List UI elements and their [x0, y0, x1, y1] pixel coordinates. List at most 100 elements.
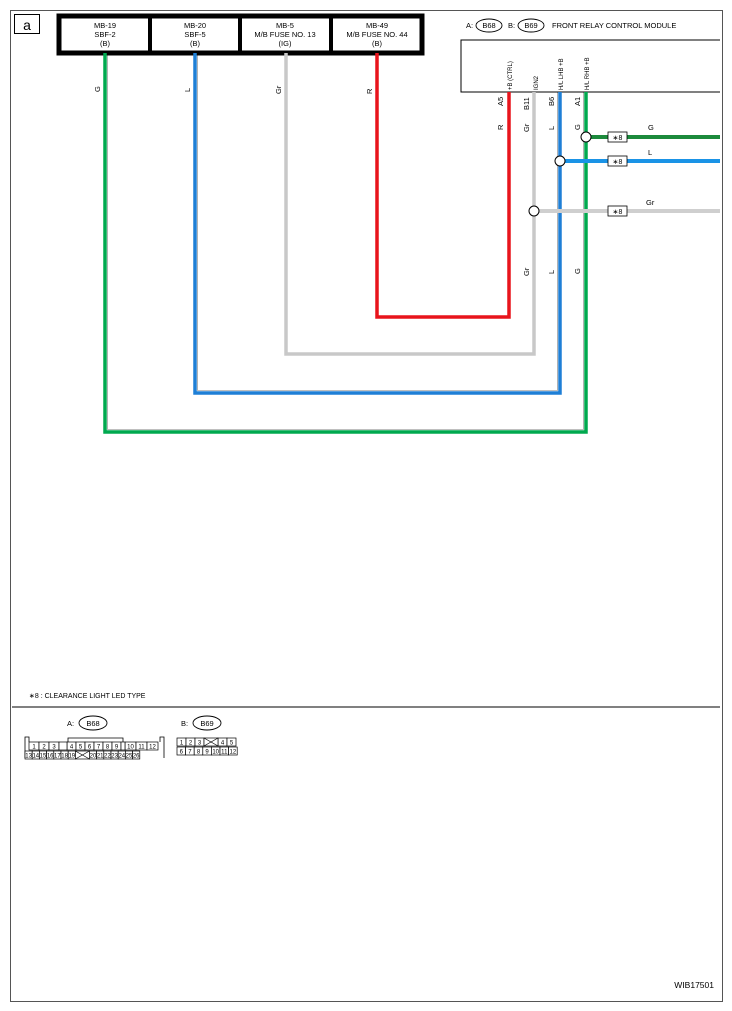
- fuse-2-line2: SBF-5: [184, 30, 205, 39]
- connector-a-latch: [159, 736, 165, 758]
- connector-b-pin-number: 5: [230, 741, 234, 747]
- connector-b-pin-number: 9: [205, 750, 209, 756]
- footnote-star-8: ∗8 : CLEARANCE LIGHT LED TYPE: [29, 693, 146, 700]
- wire-blue: [193, 53, 562, 395]
- connector-a-pin-number: 1: [32, 745, 36, 751]
- module-prefix-b: B:: [508, 21, 515, 30]
- connector-a-pin-number: 7: [97, 745, 101, 751]
- connector-a-pin-number: 4: [70, 745, 74, 751]
- wire-green-edge: [107, 53, 584, 430]
- connector-a-pin-number: 10: [127, 745, 134, 751]
- connector-a-pin-number: 5: [79, 745, 83, 751]
- figure-id: WIB17501: [674, 980, 714, 990]
- wire-label-r-left: R: [365, 88, 374, 94]
- connector-b-oval: [192, 715, 222, 731]
- splice-point-gray: [528, 205, 540, 217]
- module-code-a-oval: [475, 18, 503, 33]
- wire-green: [103, 53, 588, 434]
- connector-a-pin-number: 13: [25, 754, 32, 760]
- fuse-3-line2: M/B FUSE NO. 13: [254, 30, 315, 39]
- pin-id-b6: B6: [547, 97, 556, 106]
- connector-a-pin-number: 8: [106, 745, 110, 751]
- connector-b-pin-number: 8: [197, 750, 201, 756]
- wire-label-gr-left: Gr: [274, 85, 283, 94]
- wire-label-l-left: L: [183, 88, 192, 92]
- connector-a-pin-number: 15: [40, 754, 47, 760]
- wire-label-l-pin: L: [547, 126, 556, 130]
- module-code-a: B68: [482, 21, 495, 30]
- connector-a-pin-number: 11: [138, 745, 145, 751]
- connector-b-cell: [226, 737, 237, 747]
- pin-name-b11: IGN2: [534, 75, 540, 90]
- connector-a-pin-number: 14: [32, 754, 39, 760]
- star-tag-gray: ∗8: [613, 209, 623, 216]
- connector-b-pin-number: 10: [212, 750, 219, 756]
- connector-a-pin-number: 9: [115, 745, 119, 751]
- wire-label-g-low: G: [573, 268, 582, 274]
- connector-b-code: B69: [200, 719, 213, 728]
- fuse-2-line3: (B): [190, 39, 201, 48]
- connector-a-spacer-cell: [120, 741, 126, 751]
- star-tag-blue: ∗8: [613, 159, 623, 166]
- star-tag-green: ∗8: [613, 135, 623, 142]
- module-prefix-a: A:: [466, 21, 473, 30]
- connector-a-pin-number: 18: [61, 754, 68, 760]
- fuse-1-line1: MB-19: [94, 21, 116, 30]
- wire-label-g-pin: G: [573, 124, 582, 130]
- connector-a-pin-number: 26: [133, 754, 140, 760]
- fuse-1-line2: SBF-2: [94, 30, 115, 39]
- module-code-b: B69: [524, 21, 537, 30]
- pin-id-a1: A1: [573, 97, 582, 106]
- panel-label: a: [23, 17, 31, 33]
- fuse-4-line3: (B): [372, 39, 383, 48]
- wire-label-g-left: G: [93, 86, 102, 92]
- connector-a-key: [67, 737, 124, 742]
- connector-b-pin-number: 11: [221, 750, 228, 756]
- connector-a-pin-number: 3: [52, 745, 56, 751]
- connector-a-spacer-cell: [58, 741, 68, 751]
- pin-name-a5: +B (CTRL): [508, 61, 514, 90]
- connector-b-pin-number: 1: [180, 741, 184, 747]
- wire-label-l-low: L: [547, 270, 556, 274]
- connector-b-pin-number: 2: [189, 741, 193, 747]
- wire-label-r-pin: R: [496, 124, 505, 130]
- connector-a-pin-number: 6: [88, 745, 92, 751]
- connector-b-pin-number: 6: [180, 750, 184, 756]
- star-tag-box: [607, 155, 628, 167]
- fuse-3-line1: MB-5: [276, 21, 294, 30]
- connector-a-pin-number: 21: [97, 754, 104, 760]
- relay-module-box: [460, 39, 720, 93]
- splice-point-blue: [554, 155, 566, 167]
- connector-a-pin-number: 23: [111, 754, 118, 760]
- connector-a-cell: [132, 750, 141, 760]
- wire-blue-edge: [197, 53, 558, 391]
- connector-a-latch: [24, 736, 30, 758]
- fuse-4-line1: MB-49: [366, 21, 388, 30]
- connector-b-pin-number: 12: [230, 750, 237, 756]
- fuse-4-line2: M/B FUSE NO. 44: [346, 30, 407, 39]
- splice-point-green: [580, 131, 592, 143]
- connector-a-pin-number: 2: [42, 745, 46, 751]
- connector-a-pin-number: 12: [149, 745, 156, 751]
- connector-a-pin-number: 16: [47, 754, 54, 760]
- wire-label-gr-out: Gr: [646, 198, 655, 207]
- connector-a-oval: [78, 715, 108, 731]
- fuse-1-line3: (B): [100, 39, 111, 48]
- connector-b-cell: [228, 746, 238, 756]
- star-tag-box: [607, 131, 628, 143]
- connector-b-pin-number: 7: [188, 750, 192, 756]
- star-tag-box: [607, 205, 628, 217]
- connector-a-pin-number: 24: [118, 754, 125, 760]
- module-title: FRONT RELAY CONTROL MODULE: [552, 21, 676, 30]
- connector-b-prefix: B:: [181, 719, 188, 728]
- connector-a-code: B68: [86, 719, 99, 728]
- pin-name-b6: H/L LHB +B: [559, 58, 565, 90]
- wire-label-gr-pin: Gr: [522, 123, 531, 132]
- wire-red: [375, 53, 511, 319]
- wire-label-l-out: L: [648, 148, 652, 157]
- pin-name-a1: H/L RHB +B: [585, 57, 591, 90]
- pin-id-b11: B11: [522, 97, 531, 110]
